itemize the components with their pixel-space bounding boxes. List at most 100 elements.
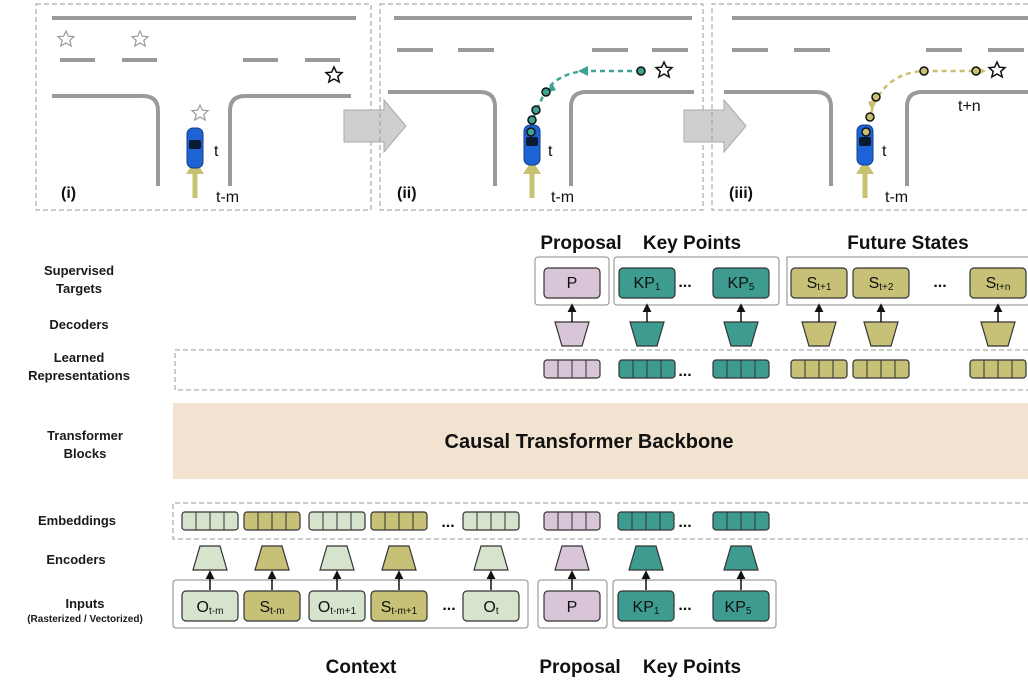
target-token-label: P xyxy=(567,275,578,292)
header-context: Context xyxy=(326,657,397,678)
learned-representations-band xyxy=(174,349,1028,391)
goal-star-icon xyxy=(190,103,210,122)
input-token-box xyxy=(181,590,239,622)
time-label-tm: t-m xyxy=(885,189,908,206)
road-curb-left xyxy=(724,90,833,186)
row-labels: Supervised Targets Decoders Learned Repr… xyxy=(27,263,143,625)
target-token-box xyxy=(543,267,601,299)
row-label-learned: Learned xyxy=(54,350,105,365)
scene-panel-ii: (ii) t t-m xyxy=(379,3,704,211)
target-token-label: St+2 xyxy=(869,275,894,293)
time-label-tm: t-m xyxy=(551,189,574,206)
future-state-marker xyxy=(861,127,871,137)
target-token-box xyxy=(618,267,676,299)
representation-ellipsis: ... xyxy=(678,363,691,380)
target-group-future-states xyxy=(786,256,1028,306)
time-label-t: t xyxy=(882,143,887,160)
input-group-context xyxy=(172,579,529,629)
input-token-label: St-m+1 xyxy=(381,599,418,617)
input-token-label: KP1 xyxy=(633,599,660,617)
scene-label: (ii) xyxy=(397,185,417,202)
time-label-t: t xyxy=(214,143,219,160)
embedding-ellipsis: ... xyxy=(678,514,691,531)
row-label-inputs: Inputs xyxy=(66,596,105,611)
history-arrow-head xyxy=(856,160,874,174)
encoder-block xyxy=(628,545,664,571)
encoder-block xyxy=(254,545,290,571)
road-curb-right xyxy=(569,90,694,186)
future-state-marker xyxy=(871,92,881,102)
row-label-blocks: Blocks xyxy=(64,446,107,461)
decoder-block xyxy=(801,321,837,347)
scene-panel-i: (i) t t-m xyxy=(35,3,372,211)
decoder-block xyxy=(980,321,1016,347)
road-curb-right xyxy=(905,90,1028,186)
row-label-decoders: Decoders xyxy=(49,317,108,332)
input-token-label: Ot-m+1 xyxy=(318,599,357,617)
token-layer xyxy=(181,267,1027,622)
scene-label: (iii) xyxy=(729,185,753,202)
decoder-block xyxy=(863,321,899,347)
future-states-path xyxy=(865,69,980,131)
input-token-box xyxy=(617,590,675,622)
ego-car-window xyxy=(859,137,871,146)
scene-border xyxy=(711,3,1028,211)
header-keypoints-bottom: Key Points xyxy=(643,657,741,678)
row-label-transformer: Transformer xyxy=(47,428,123,443)
input-token-label: Ot xyxy=(483,599,498,617)
key-point-marker xyxy=(541,87,551,97)
row-label-embeddings: Embeddings xyxy=(38,513,116,528)
encoder-block xyxy=(473,545,509,571)
target-token-box xyxy=(969,267,1027,299)
future-state-marker xyxy=(919,66,929,76)
decoder-block xyxy=(554,321,590,347)
future-state-marker xyxy=(971,66,981,76)
time-label-tn: t+n xyxy=(958,98,981,115)
input-ellipsis: ... xyxy=(442,597,455,614)
input-token-box xyxy=(243,590,301,622)
input-token-box xyxy=(712,590,770,622)
input-token-label: St-m xyxy=(259,599,284,617)
embeddings-band xyxy=(172,502,1028,540)
road-curb-left xyxy=(52,94,160,186)
input-token-label: Ot-m xyxy=(197,599,224,617)
target-token-box xyxy=(790,267,848,299)
key-point-marker xyxy=(531,105,541,115)
row-label-representations: Representations xyxy=(28,368,130,383)
encoder-block xyxy=(381,545,417,571)
input-token-label: P xyxy=(567,599,578,616)
time-label-t: t xyxy=(548,143,553,160)
scene-border xyxy=(35,3,372,211)
input-token-box xyxy=(308,590,366,622)
row-label-targets: Targets xyxy=(56,281,102,296)
target-token-box xyxy=(852,267,910,299)
road-curb-left xyxy=(388,90,497,186)
scene-label: (i) xyxy=(61,185,76,202)
encoder-block xyxy=(554,545,590,571)
target-ellipsis: ... xyxy=(933,274,946,291)
ego-car-window xyxy=(189,140,201,149)
header-proposal-top: Proposal xyxy=(540,233,621,254)
encoder-block xyxy=(319,545,355,571)
goal-star-icon xyxy=(130,29,150,48)
header-keypoints-top: Key Points xyxy=(643,233,741,254)
goal-star-icon xyxy=(987,60,1007,79)
transformer-backbone xyxy=(173,403,1028,479)
backbone-label: Causal Transformer Backbone xyxy=(445,431,734,453)
row-label-supervised: Supervised xyxy=(44,263,114,278)
decoder-block xyxy=(723,321,759,347)
input-token-box xyxy=(462,590,520,622)
ego-car-window xyxy=(526,137,538,146)
scene-panel-iii: (iii) t t-m t+n xyxy=(711,3,1028,211)
embedding-ellipsis: ... xyxy=(441,514,454,531)
input-token-box xyxy=(543,590,601,622)
road-curb-right xyxy=(228,94,351,186)
target-token-label: KP5 xyxy=(728,275,755,293)
goal-star-icon xyxy=(654,60,674,79)
target-ellipsis: ... xyxy=(678,274,691,291)
proposal-path xyxy=(528,69,641,131)
key-point-marker xyxy=(636,66,646,76)
goal-star-icon xyxy=(56,29,76,48)
